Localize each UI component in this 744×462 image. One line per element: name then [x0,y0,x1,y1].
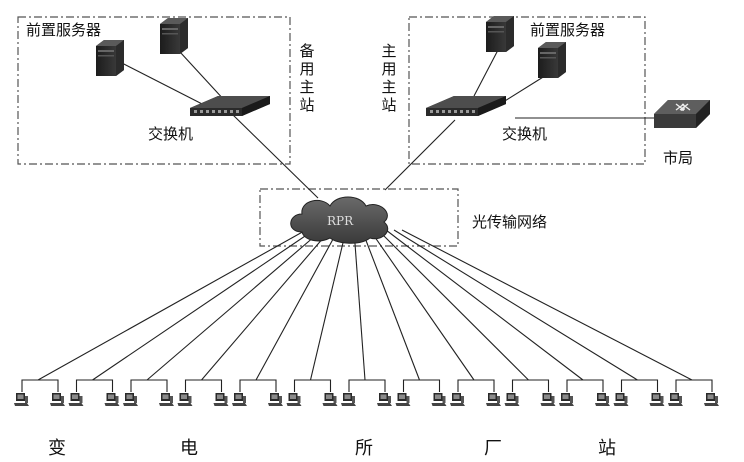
fan-link [393,229,638,381]
link-backup-switch-rpr [231,113,319,199]
link-main-switch-rpr [384,119,456,191]
fan-link [369,229,475,381]
fan-link [146,229,323,381]
fan-link [92,229,315,381]
substation-bracket [402,379,441,392]
substation-bracket [566,379,604,392]
router-icon [654,100,710,128]
substation-bracket [511,379,550,392]
terminal-pc-icon [377,393,392,406]
terminal-pc-icon [159,393,174,406]
substation-bracket [239,379,277,392]
terminal-pc-icon [213,393,229,406]
backup-station-label: 备用主站 [299,42,315,114]
rpr-label: RPR [327,214,354,228]
fan-link [361,229,421,381]
fan-link [353,229,366,381]
fan-link [377,229,529,381]
optical-network-box [259,188,459,247]
link-backup-server1 [115,59,211,109]
fan-link [201,229,331,381]
optical-network-label: 光传输网络 [472,213,548,231]
terminal-pc-icon [649,393,665,406]
rpr-cloud-icon [290,196,389,244]
link-main-server2 [499,73,549,105]
terminal-pc-icon [595,393,610,406]
substation-terminals [14,379,719,406]
substation-label-char-2: 电 [180,438,198,459]
fan-link [37,229,307,381]
terminal-pc-icon [232,393,247,406]
main-front-server-2-icon [538,42,566,78]
terminal-pc-icon [486,393,501,406]
terminal-pc-icon [177,393,193,406]
router-label: 市局 [663,149,694,167]
terminal-pc-icon [68,393,84,406]
substation-label-char-3: 所 [355,438,373,459]
substation-bracket [457,379,495,392]
terminal-pc-icon [431,393,447,406]
substation-bracket [184,379,223,392]
terminal-pc-icon [540,393,556,406]
terminal-pc-icon [613,393,629,406]
terminal-pc-icon [268,393,283,406]
terminal-pc-icon [286,393,302,406]
main-switch-icon [426,96,506,116]
fan-link [401,229,693,381]
substation-label-char-1: 变 [48,438,66,459]
terminal-pc-icon [668,393,683,406]
terminal-pc-icon [14,393,29,406]
substation-bracket [675,379,713,392]
terminal-pc-icon [104,393,120,406]
backup-switch-icon [190,96,270,116]
main-station-box [408,16,646,165]
backup-server-label: 前置服务器 [26,21,102,39]
terminal-pc-icon [704,393,719,406]
terminal-pc-icon [341,393,356,406]
terminal-pc-icon [395,393,411,406]
terminal-pc-icon [559,393,574,406]
link-backup-server2 [179,51,227,103]
substation-bracket [21,379,59,392]
terminal-pc-icon [50,393,65,406]
substation-bracket [130,379,168,392]
fan-link [309,229,347,381]
terminal-pc-icon [123,393,138,406]
substation-label-char-4: 厂 [484,438,502,459]
backup-switch-label: 交换机 [148,125,194,143]
terminal-pc-icon [450,393,465,406]
substation-bracket [348,379,386,392]
main-station-label: 主用主站 [381,42,397,114]
substation-label-char-5: 站 [598,438,616,459]
terminal-pc-icon [322,393,338,406]
backup-station-box [17,16,291,165]
terminal-pc-icon [504,393,520,406]
link-main-server1 [473,49,499,97]
substation-bracket [620,379,659,392]
main-server-label: 前置服务器 [530,21,606,39]
fan-link [255,229,339,381]
substation-bracket [293,379,332,392]
main-front-server-1-icon [486,16,514,52]
substation-bracket [75,379,114,392]
fan-link [385,229,584,381]
backup-front-server-1-icon [96,40,124,76]
backup-front-server-2-icon [160,18,188,54]
main-switch-label: 交换机 [502,125,548,143]
substation-links [37,229,693,381]
